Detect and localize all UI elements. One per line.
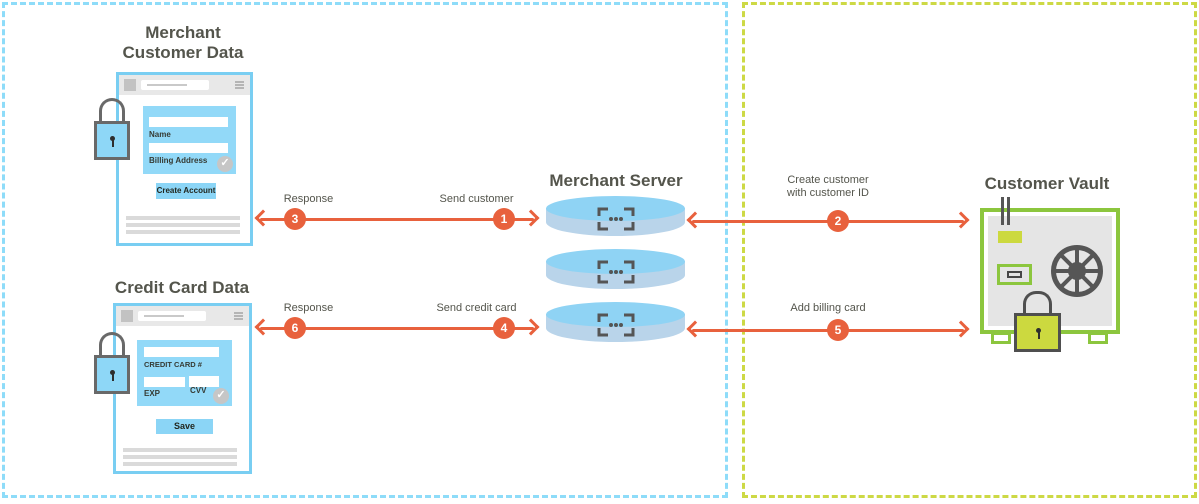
code-brackets-icon — [597, 260, 635, 284]
server-disk — [546, 302, 685, 349]
customer-data-window: Name Billing Address ✓ Create Account — [116, 72, 253, 246]
browser-toolbar — [119, 75, 250, 95]
lock-icon — [94, 332, 130, 394]
merchant-server-title: Merchant Server — [549, 171, 683, 190]
check-icon: ✓ — [217, 156, 233, 172]
arrowhead-left-icon — [686, 211, 704, 229]
lock-body — [1014, 313, 1061, 352]
create-account-button[interactable]: Create Account — [156, 183, 216, 199]
server-disk — [546, 249, 685, 296]
arrow-line — [260, 218, 534, 221]
lock-icon — [94, 98, 130, 160]
billing-address-label: Billing Address — [149, 156, 208, 165]
step-badge-5: 5 — [827, 319, 849, 341]
lock-body — [94, 121, 130, 160]
name-input[interactable] — [149, 117, 228, 127]
combination-dial-icon[interactable] — [1051, 245, 1103, 297]
flow-billing-to-vault: Add billing card 5 — [686, 302, 970, 346]
name-label: Name — [149, 130, 171, 139]
arrowhead-left-icon — [254, 209, 272, 227]
step-badge-3: 3 — [284, 208, 306, 230]
address-text-placeholder — [147, 84, 187, 86]
arrowhead-right-icon — [522, 318, 540, 336]
flow-label-response: Response — [283, 302, 334, 314]
credit-card-window: CREDIT CARD # EXP CVV ✓ Save — [113, 303, 252, 474]
cvv-label: CVV — [190, 386, 207, 395]
billing-address-input[interactable] — [149, 143, 228, 153]
flow-label-send-customer: Send customer — [439, 193, 514, 205]
step-badge-6: 6 — [284, 317, 306, 339]
lock-shackle — [99, 332, 125, 358]
vault-hinge-line — [1007, 197, 1010, 225]
check-icon: ✓ — [213, 388, 229, 404]
address-text-placeholder — [144, 315, 184, 317]
lock-shackle — [99, 98, 125, 124]
flow-card-to-server: Response Send credit card 6 4 — [254, 301, 540, 345]
address-bar[interactable] — [141, 80, 209, 90]
vault-handle — [997, 264, 1032, 285]
browser-toolbar — [116, 306, 249, 326]
cvv-input[interactable] — [189, 376, 219, 387]
step-badge-2: 2 — [827, 210, 849, 232]
step-badge-1: 1 — [493, 208, 515, 230]
exp-label: EXP — [144, 389, 161, 398]
flow-server-to-vault: Create customer with customer ID 2 — [686, 174, 970, 238]
card-number-input[interactable] — [144, 347, 219, 357]
server-disk — [546, 196, 685, 243]
arrowhead-left-icon — [686, 320, 704, 338]
merchant-customer-data-title: Merchant Customer Data — [83, 23, 283, 63]
card-number-label: CREDIT CARD # — [144, 360, 202, 369]
title-line: Customer Data — [122, 43, 244, 62]
code-brackets-icon — [597, 207, 635, 231]
flow-label-send-credit-card: Send credit card — [436, 302, 517, 314]
address-bar[interactable] — [138, 311, 206, 321]
text-placeholder-lines — [123, 448, 237, 469]
text-placeholder-lines — [126, 216, 240, 237]
vault-hinge-line — [1001, 197, 1004, 225]
lock-shackle — [1023, 291, 1052, 317]
lock-body — [94, 355, 130, 394]
credit-card-data-title: Credit Card Data — [114, 278, 250, 297]
exp-input[interactable] — [144, 377, 185, 387]
arrowhead-right-icon — [952, 320, 970, 338]
menu-icon[interactable] — [234, 312, 243, 321]
flow-label-with-customer-id: with customer ID — [787, 187, 869, 199]
vault-label-chip — [998, 231, 1022, 243]
arrowhead-right-icon — [522, 209, 540, 227]
favicon-square — [124, 79, 136, 91]
step-badge-4: 4 — [493, 317, 515, 339]
arrow-line — [260, 327, 534, 330]
flow-customer-to-server: Response Send customer 3 1 — [254, 192, 540, 236]
vault-zone-border — [742, 2, 1197, 498]
merchant-zone-border — [2, 2, 728, 498]
save-button[interactable]: Save — [156, 419, 213, 434]
customer-vault-title: Customer Vault — [984, 174, 1110, 193]
flow-label-create-customer: Create customer — [787, 174, 869, 186]
customer-form-panel: Name Billing Address ✓ — [143, 106, 236, 174]
vault-handle-slot — [1007, 271, 1022, 278]
favicon-square — [121, 310, 133, 322]
menu-icon[interactable] — [235, 81, 244, 90]
title-line: Merchant — [145, 23, 221, 42]
code-brackets-icon — [597, 313, 635, 337]
flow-label-response: Response — [283, 193, 334, 205]
flow-label-add-billing-card: Add billing card — [790, 302, 866, 314]
vault-lock-icon — [1014, 291, 1061, 353]
arrowhead-right-icon — [952, 211, 970, 229]
credit-card-form-panel: CREDIT CARD # EXP CVV ✓ — [137, 340, 232, 406]
arrowhead-left-icon — [254, 318, 272, 336]
